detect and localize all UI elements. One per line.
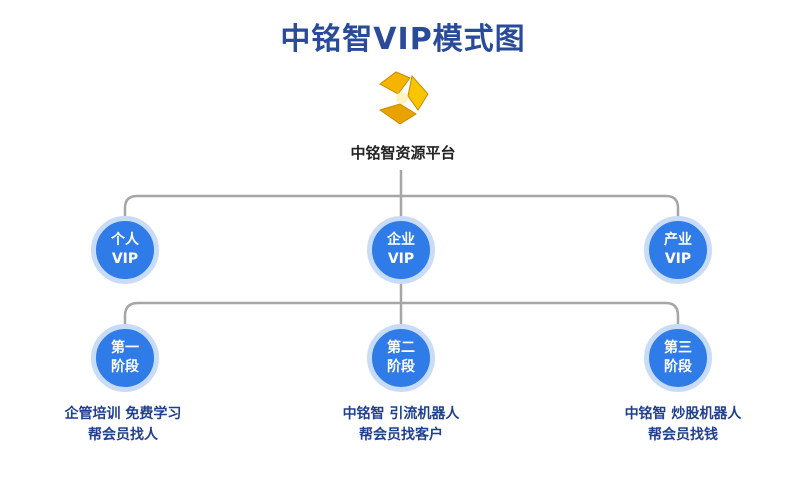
stage-node-2: 第二 阶段	[367, 324, 435, 392]
platform-label: 中铭智资源平台	[350, 144, 456, 162]
stage-node-1: 第一 阶段	[91, 324, 159, 392]
stage-2-caption: 中铭智 引流机器人 帮会员找客户	[342, 406, 460, 443]
top-branch-line	[123, 194, 680, 220]
stage-3-caption: 中铭智 炒股机器人 帮会员找钱	[624, 406, 742, 443]
vip-node-personal: 个人 VIP	[91, 216, 159, 284]
diagram-title: 中铭智VIP模式图	[280, 22, 526, 57]
stage-1-caption: 企管培训 免费学习 帮会员找人	[64, 406, 182, 443]
vip-node-industry: 产业 VIP	[644, 216, 712, 284]
vip-node-enterprise: 企业 VIP	[367, 216, 435, 284]
bottom-branch-line	[123, 301, 680, 328]
platform-logo-icon	[378, 71, 429, 124]
stage-node-3: 第三 阶段	[644, 324, 712, 392]
